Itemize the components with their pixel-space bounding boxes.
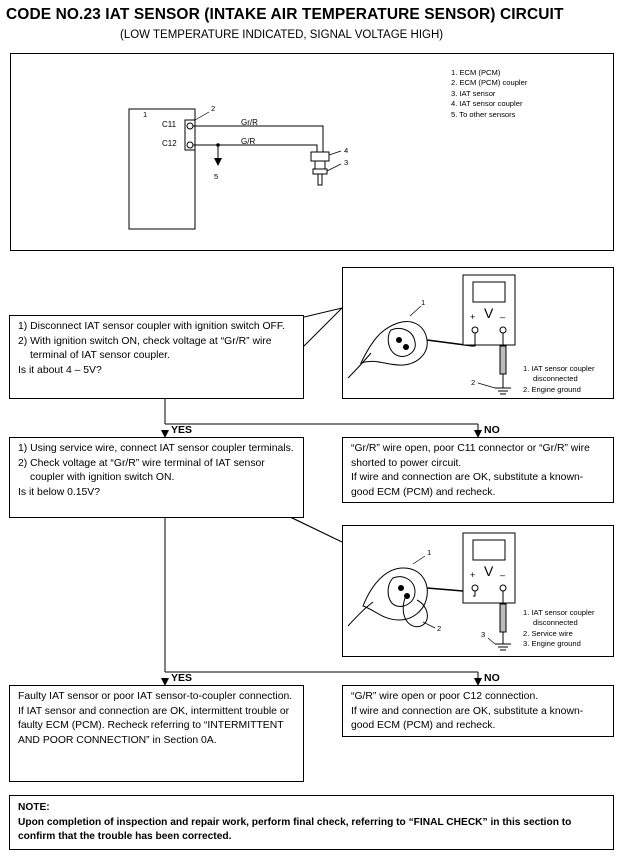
fig2-callout-1: 1 — [427, 548, 432, 557]
yes2-result-box: Faulty IAT sensor or poor IAT sensor-to-… — [9, 685, 304, 782]
circuit-legend: 1. ECM (PCM) 2. ECM (PCM) coupler 3. IAT… — [451, 68, 528, 119]
iat-sensor-probe — [317, 173, 323, 186]
no2-line-2: If wire and connection are OK, substitut… — [351, 705, 584, 732]
ecm-coupler — [184, 119, 196, 151]
fig2-callout-3: 3 — [481, 630, 486, 639]
no1-label: NO — [484, 424, 500, 436]
circuit-drawing — [128, 108, 342, 230]
figure-2: + V – 1 2 3 1. IAT sensor coupler discon… — [342, 525, 614, 657]
no1-result-box: “Gr/R” wire open, poor C11 connector or … — [342, 437, 614, 503]
note-heading: NOTE: — [18, 802, 50, 813]
wire-g-r — [193, 144, 318, 152]
iat-sensor-coupler — [310, 151, 330, 162]
fig2-minus: – — [500, 570, 506, 580]
no1-line-2: If wire and connection are OK, substitut… — [351, 472, 584, 498]
note-box: NOTE: Upon completion of inspection and … — [9, 795, 614, 850]
no2-label: NO — [484, 672, 500, 684]
no2-line-1: “G/R” wire open or poor C12 connection. — [351, 691, 539, 702]
yes2-label: YES — [171, 672, 193, 684]
fig1-callout-1: 1 — [421, 298, 426, 307]
yes1-label: YES — [171, 424, 193, 436]
wire-g-r-label: G/R — [241, 137, 256, 146]
step2-item-1: 1) Using service wire, connect IAT senso… — [18, 443, 294, 454]
figure-1-drawing — [347, 274, 516, 395]
note-body: Upon completion of inspection and repair… — [18, 816, 572, 843]
step1-question: Is it about 4 – 5V? — [18, 364, 102, 376]
callout-2: 2 — [211, 104, 216, 113]
callout-3: 3 — [344, 158, 349, 167]
wire-gr-r-label: Gr/R — [241, 118, 258, 127]
step2-box: 1) Using service wire, connect IAT senso… — [9, 437, 304, 518]
terminal-c11-dot — [186, 122, 194, 130]
fig1-callout-2: 2 — [471, 378, 476, 387]
fig1-legend: 1. IAT sensor coupler disconnected 2. En… — [523, 364, 595, 394]
step1-item-2: 2) With ignition switch ON, check voltag… — [18, 335, 272, 362]
page-subtitle: (LOW TEMPERATURE INDICATED, SIGNAL VOLTA… — [120, 29, 444, 41]
terminal-c12-dot — [186, 141, 194, 149]
fig2-meter-v: V — [484, 563, 494, 579]
no1-line-1: “Gr/R” wire open, poor C11 connector or … — [351, 443, 590, 469]
fig1-plus: + — [470, 312, 476, 322]
callout-5: 5 — [214, 172, 219, 181]
fig2-plus: + — [470, 570, 476, 580]
yes2-line-1: Faulty IAT sensor or poor IAT sensor-to-… — [18, 691, 293, 702]
no2-result-box: “G/R” wire open or poor C12 connection. … — [342, 685, 614, 737]
wire-gr-r — [193, 125, 324, 152]
terminal-c12-label: C12 — [162, 139, 177, 148]
circuit-diagram: 1 2 3 4 5 C11 C12 Gr/R G/R 1. ECM (PCM) … — [10, 53, 614, 251]
step2-item-2: 2) Check voltage at “Gr/R” wire terminal… — [18, 457, 265, 484]
terminal-c11-label: C11 — [162, 120, 177, 129]
step1-box: 1) Disconnect IAT sensor coupler with ig… — [9, 315, 304, 399]
step2-question: Is it below 0.15V? — [18, 486, 101, 498]
yes2-line-2: If IAT sensor and connection are OK, int… — [18, 705, 290, 746]
fig2-legend: 1. IAT sensor coupler disconnected 2. Se… — [523, 608, 595, 649]
page-title: CODE NO.23 IAT SENSOR (INTAKE AIR TEMPER… — [6, 6, 564, 23]
step1-item-1: 1) Disconnect IAT sensor coupler with ig… — [18, 321, 285, 332]
figure-1: + V – 1 2 1. IAT sensor coupler disconne… — [342, 267, 614, 399]
ecm-box — [128, 108, 196, 230]
callout-1: 1 — [143, 110, 148, 119]
callout-4: 4 — [344, 146, 349, 155]
arrow-down-icon — [214, 158, 222, 166]
fig1-meter-v: V — [484, 305, 494, 321]
fig2-callout-2: 2 — [437, 624, 442, 633]
fig1-minus: – — [500, 312, 506, 322]
figure-2-drawing — [347, 532, 516, 651]
